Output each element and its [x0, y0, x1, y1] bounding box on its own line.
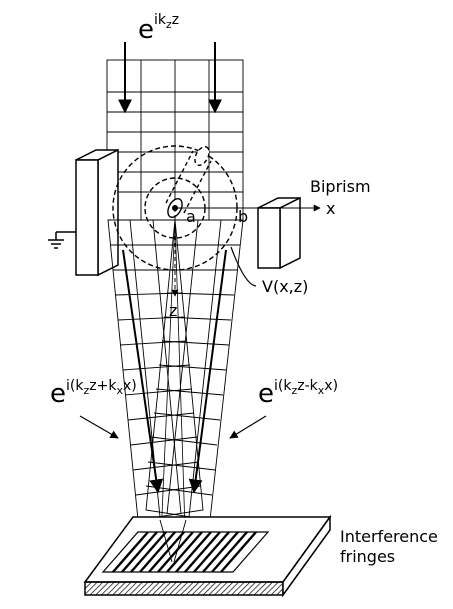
ray-left-thin — [159, 219, 176, 561]
z-axis-label: z — [169, 301, 177, 320]
right-beam-arrow — [188, 249, 227, 494]
fringes-label-line2: fringes — [340, 547, 395, 566]
x-axis-label: x — [326, 199, 335, 218]
fringes-label-line1: Interference — [340, 527, 438, 546]
ray-tip-right — [173, 519, 187, 563]
biprism-left-plate — [75, 148, 119, 277]
potential-label: V(x,z) — [262, 277, 308, 296]
ground-symbol — [48, 231, 76, 249]
ray-right-thin — [174, 219, 187, 561]
biprism-label: Biprism — [310, 177, 371, 196]
interference-fringes — [101, 531, 270, 573]
biprism-right-plate — [257, 196, 301, 270]
right-wave-pointer — [229, 415, 267, 439]
point-b-label: b — [238, 207, 248, 226]
left-beam-grid — [107, 219, 204, 521]
right-beam-grid — [145, 219, 244, 521]
left-beam-arrow — [122, 249, 164, 494]
ray-tip-left — [159, 519, 173, 563]
left-wave-pointer — [79, 415, 119, 439]
potential-leader-line — [230, 246, 257, 287]
left-wave-label: ei(kzz+kxx) — [50, 378, 137, 409]
incident-wave-grid — [106, 59, 244, 221]
right-wave-label: ei(kzz-kxx) — [258, 378, 338, 409]
point-a-label: a — [186, 207, 196, 226]
incident-wave-label: eikzz — [138, 12, 179, 45]
